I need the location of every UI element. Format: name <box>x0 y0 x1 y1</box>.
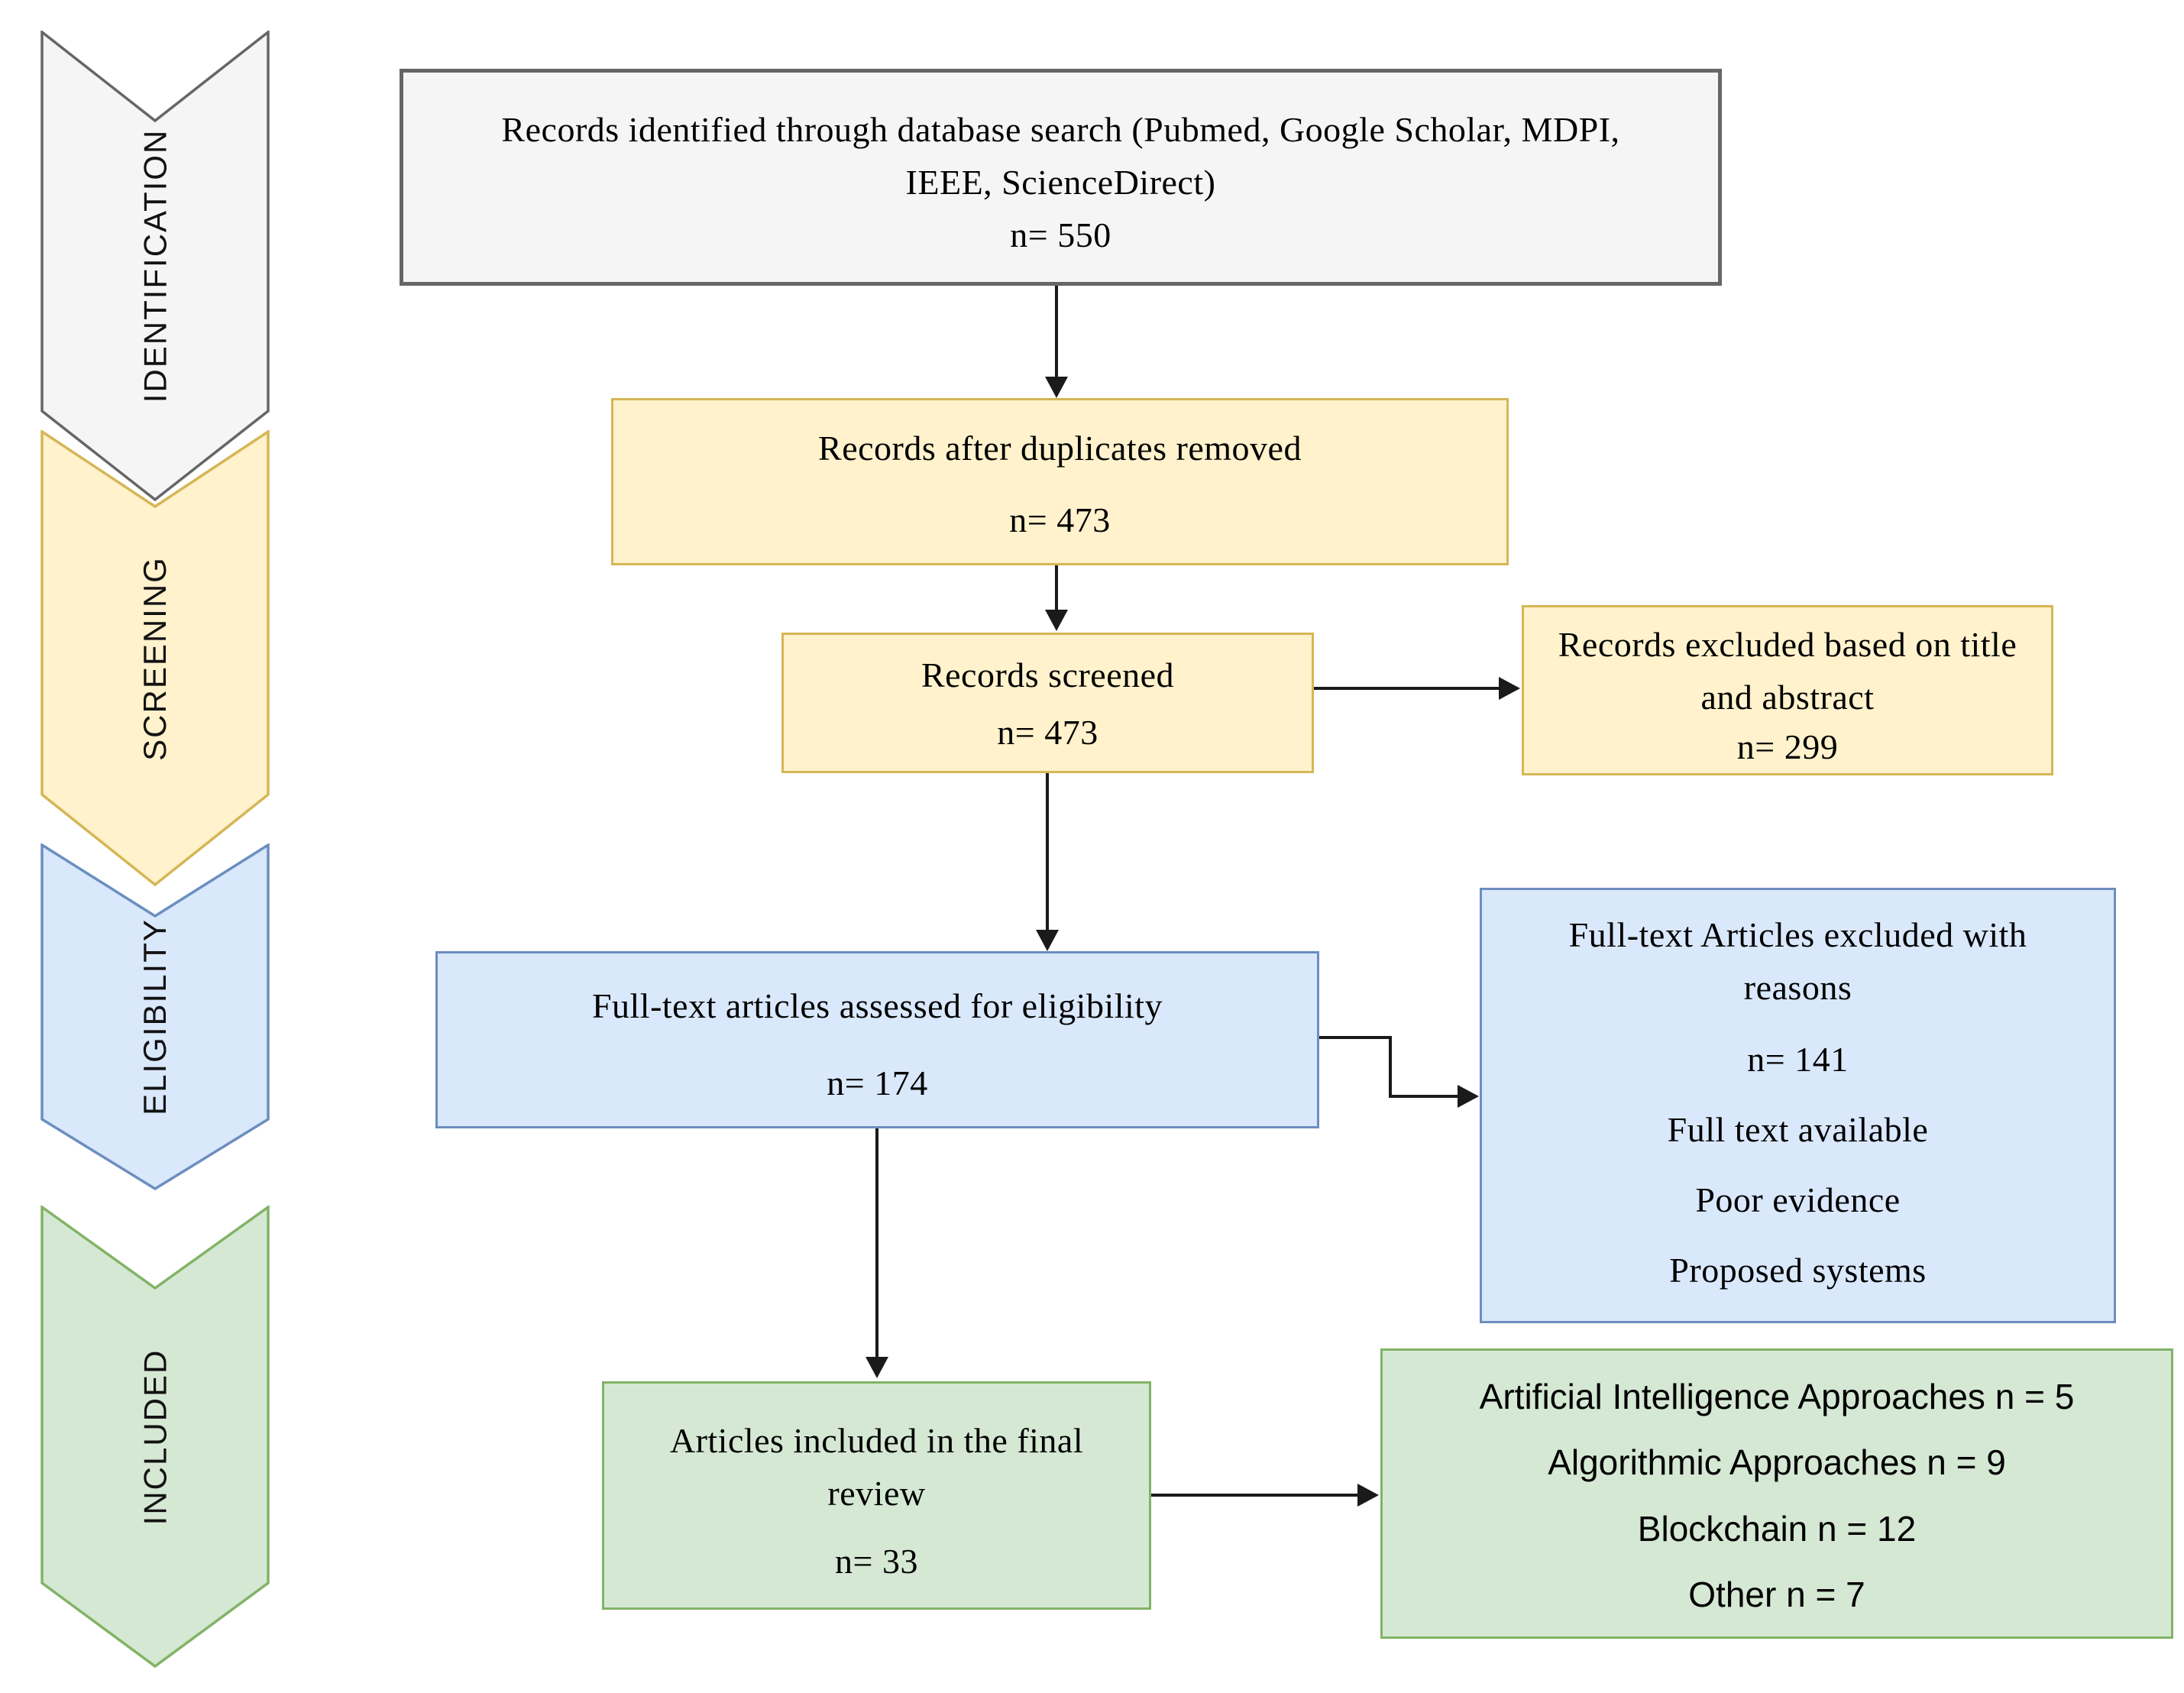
sidebar-stage-included: INCLUDED <box>40 1206 270 1668</box>
arrowhead-right-icon <box>1458 1085 1479 1108</box>
arrow-screened-to-assessed <box>1046 773 1049 932</box>
sidebar-stage-screening: SCREENING <box>40 430 270 886</box>
arrowhead-down-icon <box>866 1357 888 1378</box>
box-records-screened: Records screened n= 473 <box>781 633 1314 773</box>
box-duplicates-removed-count: n= 473 <box>1009 500 1111 539</box>
stage-label-wrap: INCLUDED <box>40 1206 270 1668</box>
approach-line: Other n = 7 <box>1688 1574 1865 1614</box>
arrow-assessed-to-reasons-seg2 <box>1389 1036 1392 1098</box>
stage-label-wrap: SCREENING <box>40 430 270 886</box>
box-articles-included: Articles included in the final review n=… <box>602 1381 1151 1610</box>
arrowhead-down-icon <box>1045 610 1068 631</box>
box-fulltext-excluded-title: Full-text Articles excluded with reasons <box>1568 915 2027 1007</box>
box-fulltext-excluded-count: n= 141 <box>1747 1039 1849 1079</box>
box-duplicates-removed-text: Records after duplicates removed <box>818 429 1302 468</box>
box-articles-included-count: n= 33 <box>835 1541 918 1581</box>
box-records-identified-text: Records identified through database sear… <box>501 110 1620 202</box>
arrow-screened-to-excluded <box>1314 687 1500 690</box>
box-records-screened-count: n= 473 <box>997 713 1098 752</box>
arrowhead-right-icon <box>1357 1484 1379 1507</box>
box-fulltext-assessed-count: n= 174 <box>827 1063 928 1102</box>
arrow-assessed-to-included <box>875 1128 878 1359</box>
box-fulltext-assessed-text: Full-text articles assessed for eligibil… <box>591 986 1163 1025</box>
exclusion-reason: Full text available <box>1667 1109 1929 1149</box>
box-duplicates-removed: Records after duplicates removed n= 473 <box>611 398 1509 565</box>
chevron-identification-icon <box>40 31 270 501</box>
chevron-included-icon <box>40 1206 270 1668</box>
exclusion-reason: Proposed systems <box>1669 1250 1927 1290</box>
box-records-excluded: Records excluded based on title and abst… <box>1522 605 2053 775</box>
stage-label-identification: IDENTIFICATION <box>137 128 173 403</box>
approach-line: Blockchain n = 12 <box>1637 1508 1917 1549</box>
stage-label-eligibility: ELIGIBILITY <box>136 918 173 1115</box>
box-records-excluded-count: n= 299 <box>1736 727 1839 766</box>
stage-label-wrap: ELIGIBILITY <box>40 843 270 1190</box>
box-records-identified: Records identified through database sear… <box>400 69 1722 286</box>
chevron-screening-icon <box>40 430 270 886</box>
arrow-assessed-to-reasons-seg1 <box>1319 1036 1392 1039</box>
box-records-screened-text: Records screened <box>921 656 1175 694</box>
box-fulltext-excluded-reasons: Full-text Articles excluded with reasons… <box>1480 888 2116 1323</box>
exclusion-reason: Poor evidence <box>1695 1180 1901 1219</box>
arrow-included-to-approaches <box>1151 1494 1359 1497</box>
box-records-excluded-text: Records excluded based on title and abst… <box>1558 625 2017 717</box>
sidebar-stage-eligibility: ELIGIBILITY <box>40 843 270 1190</box>
sidebar-stage-identification: IDENTIFICATION <box>40 31 270 501</box>
chevron-eligibility-icon <box>40 843 270 1190</box>
box-records-identified-count: n= 550 <box>1010 215 1111 254</box>
arrowhead-down-icon <box>1036 930 1059 951</box>
arrow-duplicates-to-screened <box>1055 565 1058 611</box>
arrowhead-right-icon <box>1499 677 1520 700</box>
stage-label-included: INCLUDED <box>136 1348 173 1525</box>
box-approaches-summary: Artificial Intelligence Approaches n = 5… <box>1380 1348 2173 1639</box>
box-fulltext-assessed: Full-text articles assessed for eligibil… <box>435 951 1319 1128</box>
arrow-identified-to-duplicates <box>1055 286 1058 379</box>
arrow-assessed-to-reasons-seg3 <box>1389 1095 1459 1098</box>
stage-label-screening: SCREENING <box>136 555 173 761</box>
approach-line: Artificial Intelligence Approaches n = 5 <box>1479 1377 2075 1416</box>
box-articles-included-text: Articles included in the final review <box>669 1421 1084 1513</box>
arrowhead-down-icon <box>1045 377 1068 398</box>
approach-line: Algorithmic Approaches n = 9 <box>1548 1442 2006 1483</box>
